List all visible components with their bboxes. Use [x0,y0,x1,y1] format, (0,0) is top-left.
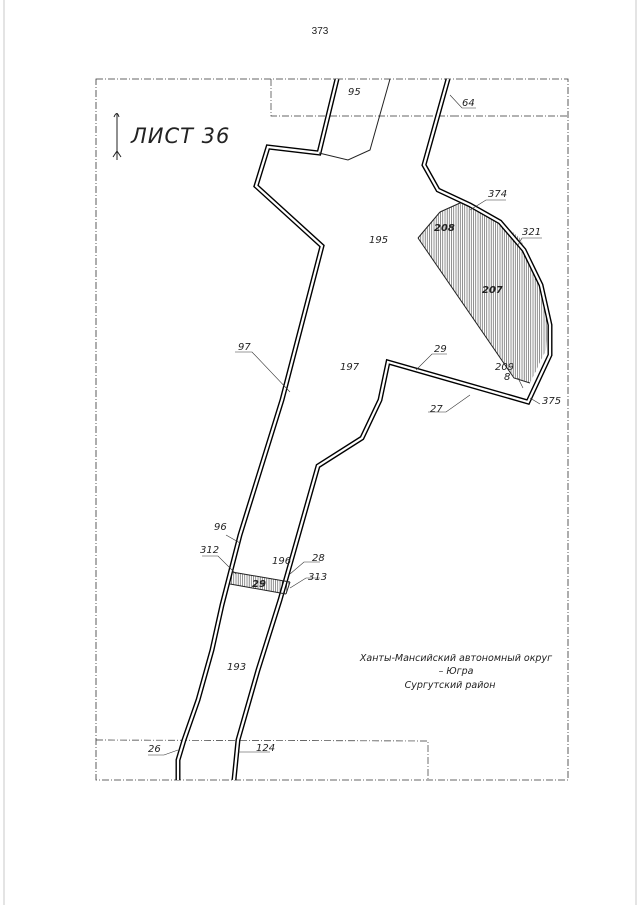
label-95: 95 [348,87,361,98]
label-96: 96 [214,522,227,533]
label-195: 195 [369,235,388,246]
sheet-frame [95,78,569,781]
leader-lines [148,94,542,756]
page-number: 373 [311,26,329,37]
top-inset-frame [270,79,452,117]
sheet-title: ЛИСТ 36 [130,124,230,148]
label-26: 26 [148,744,161,755]
label-124: 124 [256,743,275,754]
north-arrow-icon [112,113,122,160]
hatched-parcel-29 [230,572,290,594]
label-313: 313 [308,572,327,583]
region-line-2: – Югра [439,666,474,677]
label-209: 209 [495,362,514,373]
label-374: 374 [488,189,507,200]
label-196: 196 [272,556,291,567]
bottom-inset-frame [95,739,429,780]
label-207: 207 [482,285,503,296]
label-29-upper: 29 [434,344,447,355]
label-97: 97 [238,342,251,353]
label-321: 321 [522,227,541,238]
label-197: 197 [340,362,360,373]
label-312: 312 [200,545,219,556]
region-line-1: Ханты-Мансийский автономный округ [359,653,553,664]
label-208: 208 [434,223,455,234]
label-375: 375 [542,396,561,407]
label-27: 27 [430,404,443,415]
region-line-3: Сургутский район [405,680,496,691]
label-8: 8 [504,372,510,383]
internal-boundaries [229,78,531,595]
label-64: 64 [462,98,475,109]
label-193: 193 [227,662,246,673]
label-29-lower: 29 [252,579,266,590]
hatched-parcel-207-208 [418,203,548,383]
label-28: 28 [312,553,325,564]
corridor-boundary [175,78,553,781]
